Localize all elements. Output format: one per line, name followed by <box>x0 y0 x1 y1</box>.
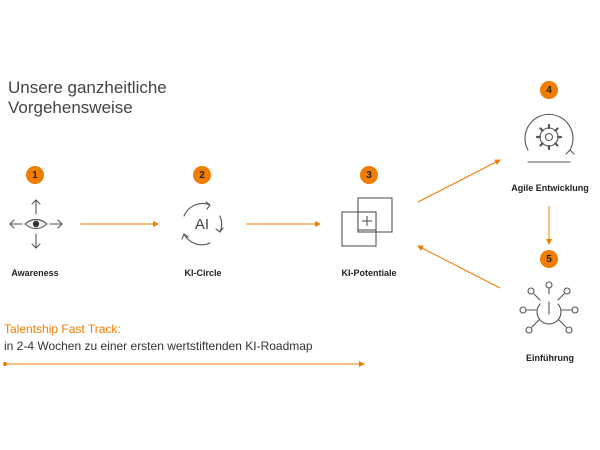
timeline-start-dot <box>3 362 7 366</box>
step-5-badge: 5 <box>540 250 558 268</box>
eye-arrows-icon <box>9 199 63 249</box>
step-3-label: KI-Potentiale <box>341 268 397 278</box>
fast-track-subtitle: in 2-4 Wochen zu einer ersten wertstifte… <box>4 339 313 353</box>
step-4-label: Agile Entwicklung <box>511 183 589 193</box>
stacked-squares-plus-icon <box>341 197 393 247</box>
fast-track-title: Talentship Fast Track: <box>4 322 121 336</box>
network-icon <box>519 281 579 334</box>
gear-cycle-icon <box>524 113 575 163</box>
step-5-label: Einführung <box>526 353 574 363</box>
arrow-3-to-4 <box>417 159 501 203</box>
title-line-2: Vorgehensweise <box>8 98 133 117</box>
step-3-badge: 3 <box>360 166 378 184</box>
page-title: Unsere ganzheitliche Vorgehensweise <box>8 78 167 118</box>
step-1-badge: 1 <box>26 166 44 184</box>
step-2-badge: 2 <box>193 166 211 184</box>
step-1-label: Awareness <box>11 268 59 278</box>
ai-cycle-icon: AI <box>181 201 224 246</box>
arrow-5-to-3 <box>417 245 501 289</box>
step-2-label: KI-Circle <box>184 268 222 278</box>
ai-icon-text: AI <box>195 216 209 233</box>
step-4-badge: 4 <box>540 81 558 99</box>
title-line-1: Unsere ganzheitliche <box>8 78 167 97</box>
